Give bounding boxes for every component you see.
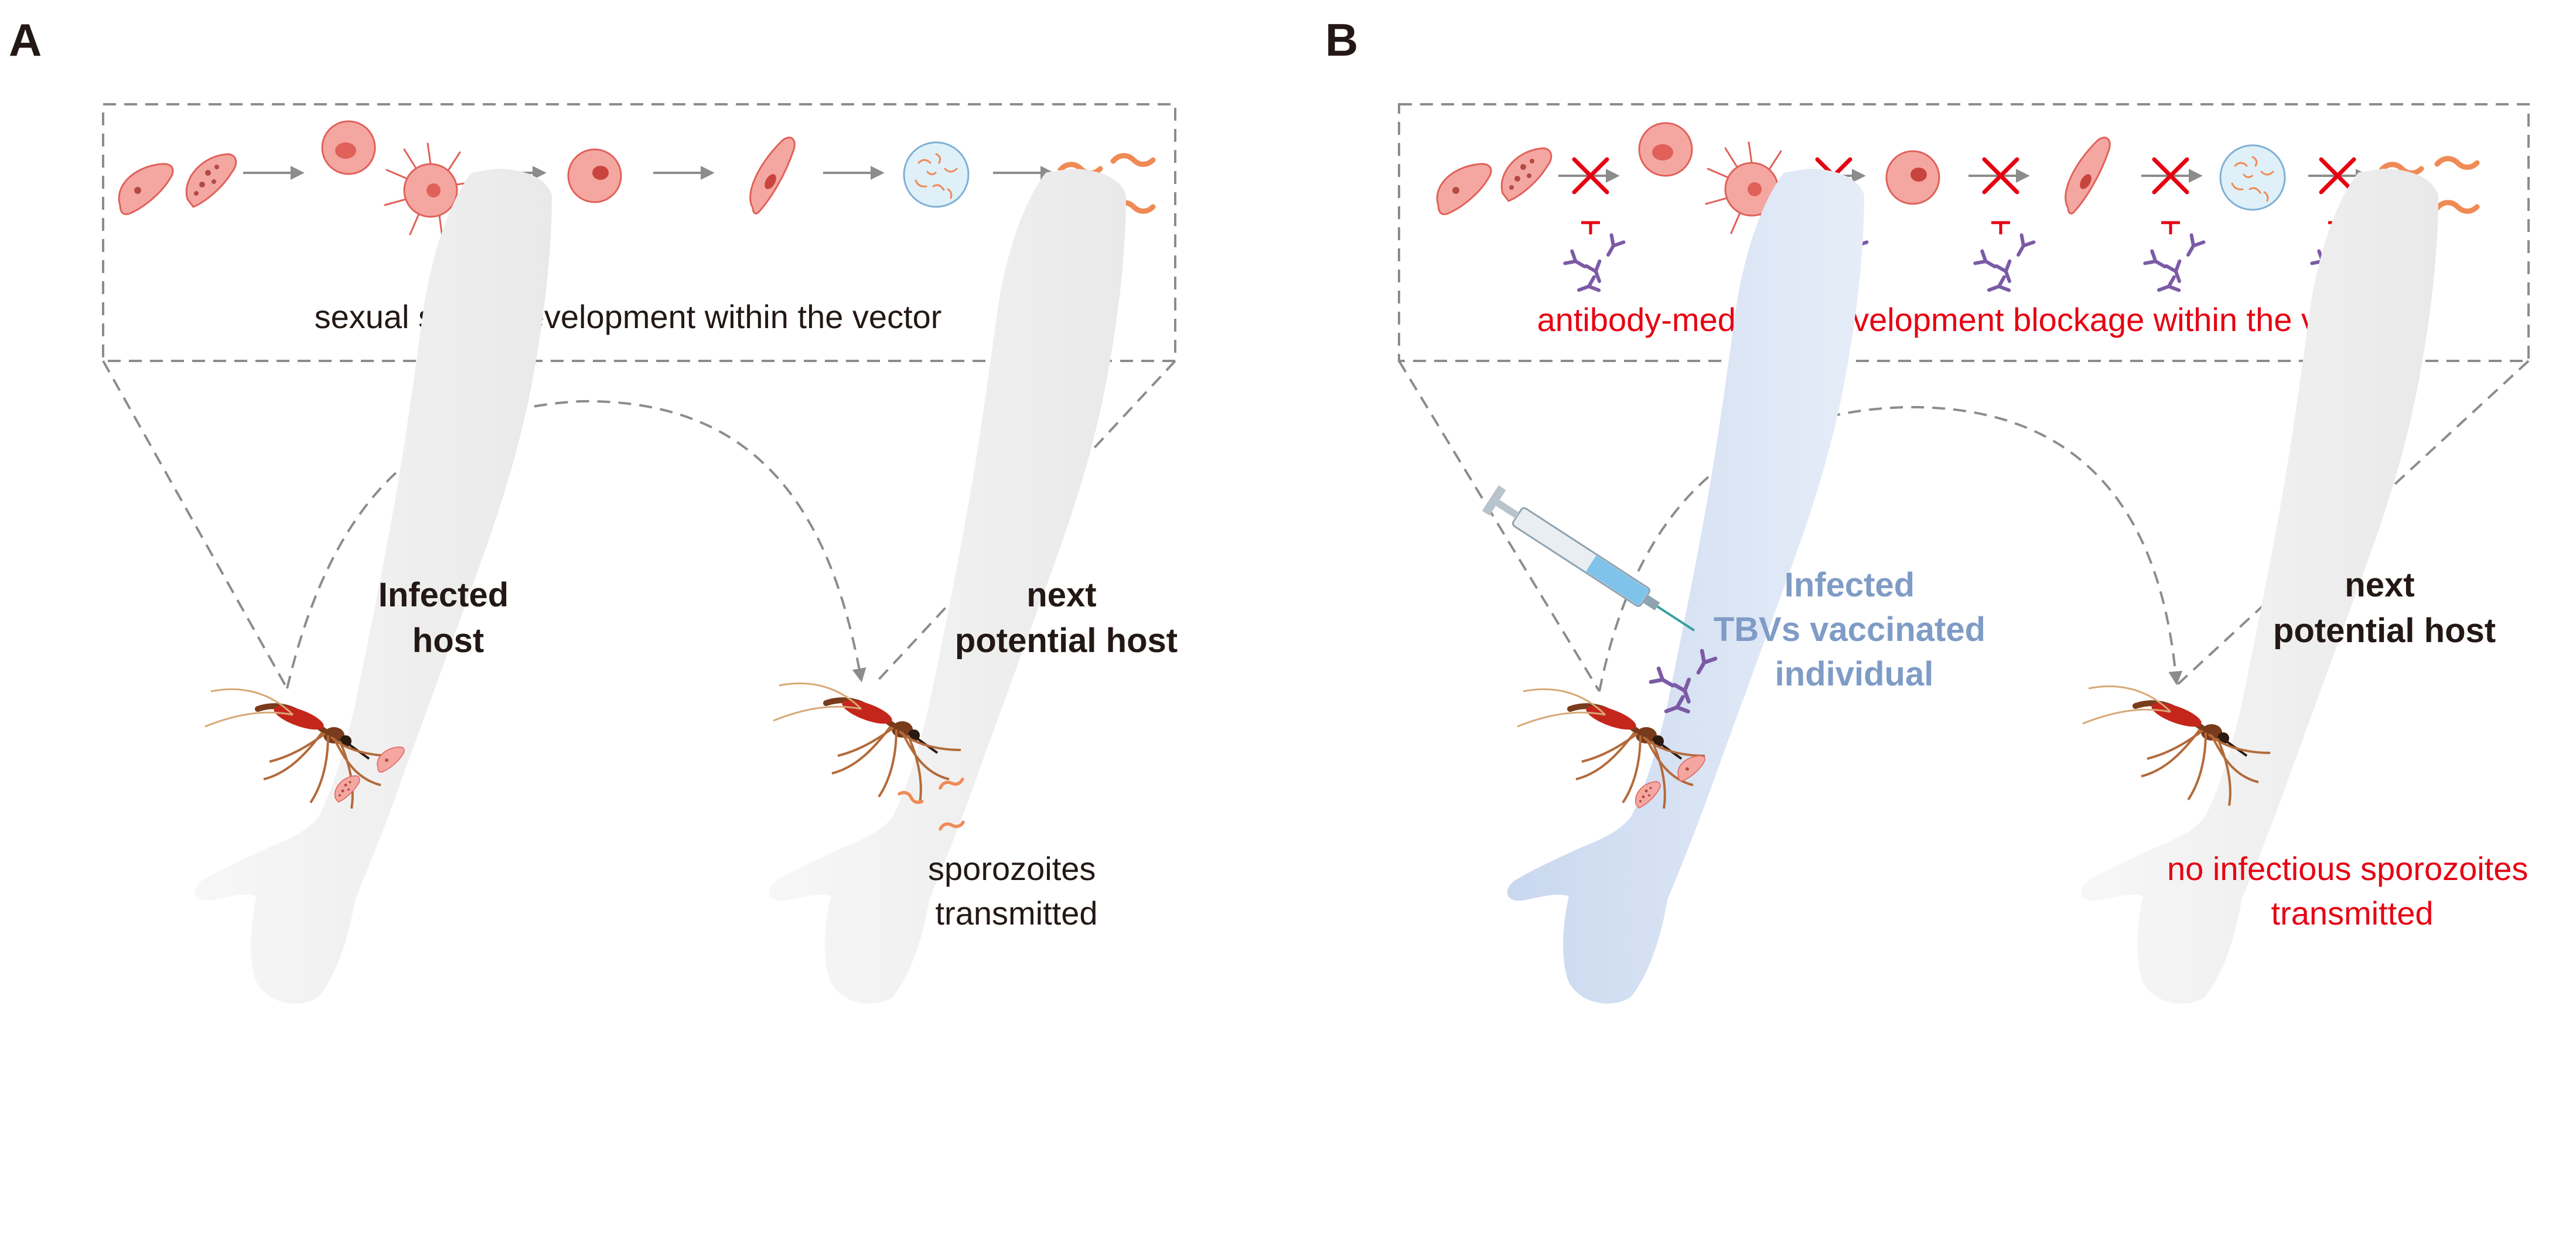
transmission-arc [1598,405,2183,692]
gametocyte-female-icon [118,163,174,216]
ookinete-icon [2065,137,2111,214]
blocked-cross-icon [1574,159,1607,234]
antibody-cluster-icon [2145,235,2203,296]
panel-a-lifecycle [118,120,1153,238]
blocked-cross-icon [1984,159,2017,234]
panel-b-blockage-box [1398,103,2530,362]
infected-host-label: Infected host [378,576,518,660]
zygote-icon [567,148,622,203]
sporozoites-transmitted-label: sporozoites transmitted [928,850,1105,932]
gametocyte-male-icon [1500,147,1553,202]
next-host-label: next potential host [2273,566,2496,650]
panel-a-box-caption: sexual stage development within the vect… [315,298,942,335]
oocyst-icon [903,141,970,208]
sporozoite-icon [1113,156,1153,165]
panel-a: A sexual stage development within the ve… [9,14,1178,1004]
zoom-line [102,360,288,689]
panel-b-letter: B [1325,14,1358,66]
zoom-line [1398,360,1601,693]
panel-a-letter: A [9,14,42,66]
macrogamete-icon [1638,122,1693,177]
ookinete-icon [749,137,796,214]
panel-b-box-caption: antibody-mediated development blockage w… [1537,301,2391,338]
gametocyte-male-icon [185,153,237,208]
blocked-cross-icon [2154,159,2187,234]
transmission-arc [286,400,866,689]
antibody-cluster-icon [1565,235,1623,296]
gametocyte-female-icon [1436,163,1492,216]
no-sporozoites-label: no infectious sporozoites transmitted [2167,850,2537,932]
panel-a-development-box [102,103,1176,362]
oocyst-icon [2219,144,2286,211]
zygote-icon [1885,150,1940,205]
sporozoite-icon [2437,159,2477,168]
next-host-label: next potential host [955,576,1178,660]
antibody-cluster-icon [1975,235,2033,296]
sporozoite-icon [2437,203,2477,212]
macrogamete-icon [321,120,376,175]
syringe-icon [1482,485,1695,632]
vaccinated-host-label: Infected TBVs vaccinated individual [1714,566,1995,693]
panel-b: B a [1325,14,2537,1004]
